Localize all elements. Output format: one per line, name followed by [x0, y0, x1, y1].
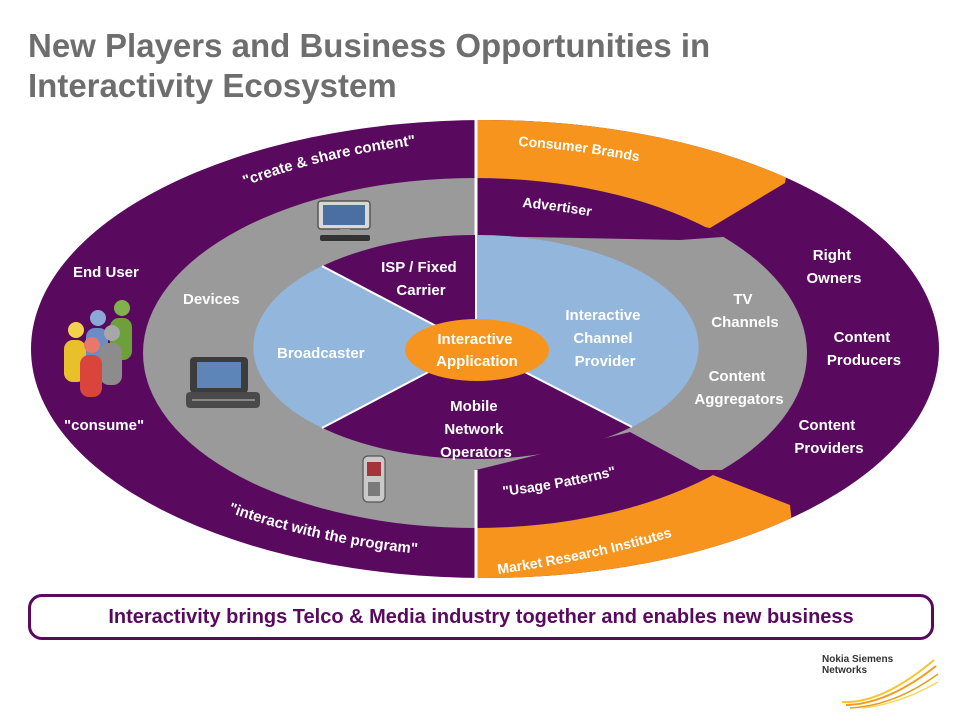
slide-title: New Players and Business Opportunities i… [28, 26, 908, 106]
nokia-siemens-logo: Nokia Siemens Networks [822, 654, 940, 710]
consume-label: "consume" [64, 417, 144, 434]
mobile-phone-icon [362, 455, 386, 503]
communicator-icon [186, 357, 260, 408]
tv-channels-label: TV Channels [711, 291, 779, 331]
broadcaster-wedge [253, 266, 476, 428]
devices-label: Devices [183, 291, 240, 308]
tv-icon [317, 200, 371, 241]
logo-text: Nokia Siemens Networks [822, 654, 894, 676]
content-providers-label: Content Providers [794, 417, 863, 457]
broadcaster-label: Broadcaster [277, 345, 365, 362]
channel-provider-wedge [476, 234, 699, 427]
channel-provider-label: Interactive Channel Provider [565, 307, 644, 370]
isp-label: ISP / Fixed Carrier [381, 259, 461, 299]
people-icon [64, 300, 132, 397]
footer-message: Interactivity brings Telco & Media indus… [28, 594, 934, 640]
interactive-application-label: Interactive Application [436, 331, 518, 370]
content-producers-label: Content Producers [827, 329, 901, 369]
title-line-2: Interactivity Ecosystem [28, 67, 397, 104]
interactive-application-center [405, 319, 549, 381]
content-aggregators-label: Content Aggregators [694, 368, 783, 408]
title-line-1: New Players and Business Opportunities i… [28, 27, 711, 64]
right-owners-label: Right Owners [806, 247, 861, 287]
mobile-operators-label: Mobile Network Operators [440, 398, 512, 461]
end-user-label: End User [73, 264, 139, 281]
logo-swoosh-icon [841, 659, 939, 709]
